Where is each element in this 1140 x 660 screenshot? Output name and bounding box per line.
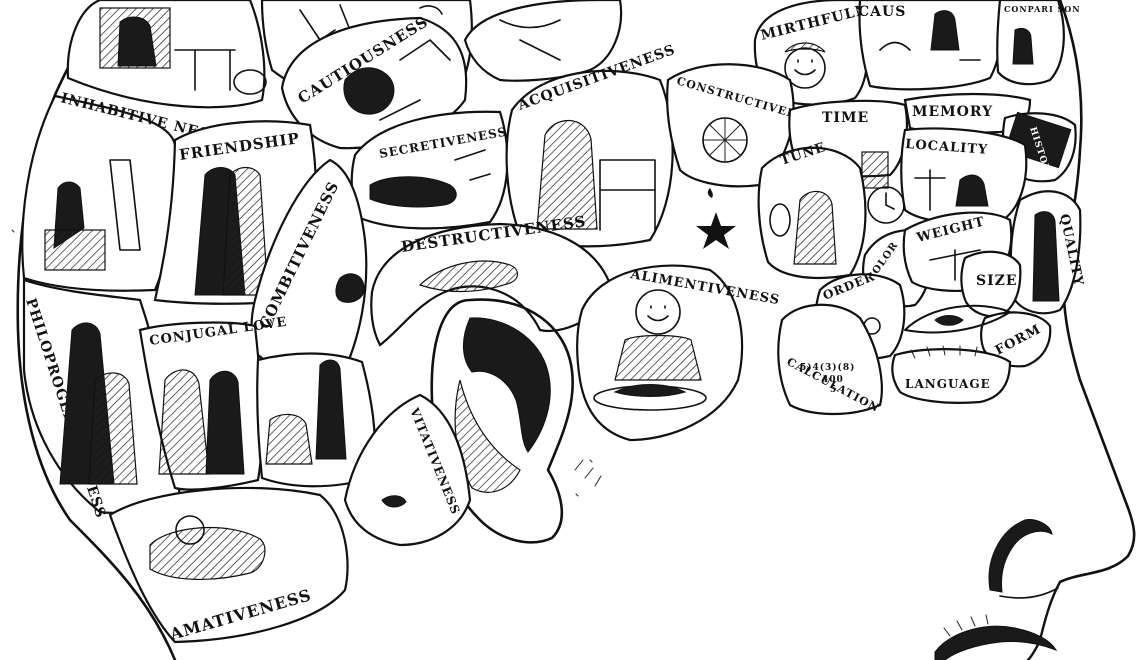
eye-engraving (904, 304, 1011, 334)
region-calculation: 5)4(3)(8) 400 5 CALCULATION (777, 303, 883, 416)
memory-label: MEMORY (912, 104, 993, 120)
region-conjugal-love: CONJUGAL LOVE (138, 315, 288, 491)
language-label: LANGUAGE (905, 377, 991, 391)
region-comparison: CONPARI SON (996, 0, 1081, 86)
causality-label: CAUS (858, 4, 906, 20)
region-cautiousness: CAUTIOUSNESS (280, 12, 468, 150)
region-language: LANGUAGE (891, 345, 1012, 404)
region-alimentiveness: ALIMENTIVENESS (576, 264, 781, 442)
calculation-figures-2: 400 (822, 375, 844, 385)
comparison-label: CONPARI SON (1004, 4, 1081, 14)
size-label: SIZE (976, 273, 1018, 289)
region-form: FORM (980, 311, 1052, 368)
region-causality: CAUS (858, 0, 1004, 91)
region-locality: LOCALITY (900, 127, 1028, 225)
region-top-left-scene (66, 0, 267, 109)
teardrop-mark (707, 188, 713, 198)
region-tune: TUNE (757, 140, 867, 280)
calculation-figures-3: 5 (830, 385, 837, 395)
nose-mouth-engraving (934, 519, 1059, 660)
region-amativeness: AMATIVENESS (108, 486, 349, 644)
dotted-marks (11, 229, 593, 497)
calculation-figures-1: 5)4(3)(8) (800, 362, 855, 373)
region-quality: QUALITY (1009, 190, 1086, 315)
time-label: TIME (822, 110, 869, 126)
star-icon (696, 212, 736, 249)
locality-label: LOCALITY (905, 137, 989, 158)
region-upper-center-scene (463, 0, 623, 82)
ear-engraving (430, 298, 602, 544)
region-secretiveness: SECRETIVENESS (350, 110, 509, 230)
